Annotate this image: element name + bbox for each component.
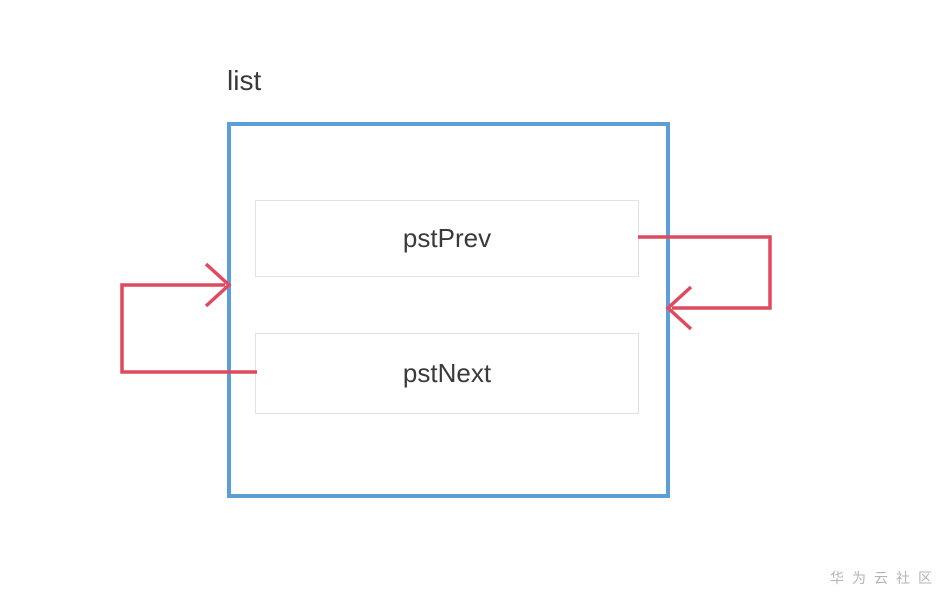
field-pstprev: pstPrev: [255, 200, 639, 277]
field-pstnext: pstNext: [255, 333, 639, 414]
list-label: list: [227, 65, 262, 96]
pstprev-self-arrow-head: [665, 285, 693, 331]
watermark-text: 华为云社区: [830, 570, 940, 586]
list-node-box: [227, 122, 670, 498]
pstnext-self-arrow-head: [204, 262, 232, 308]
